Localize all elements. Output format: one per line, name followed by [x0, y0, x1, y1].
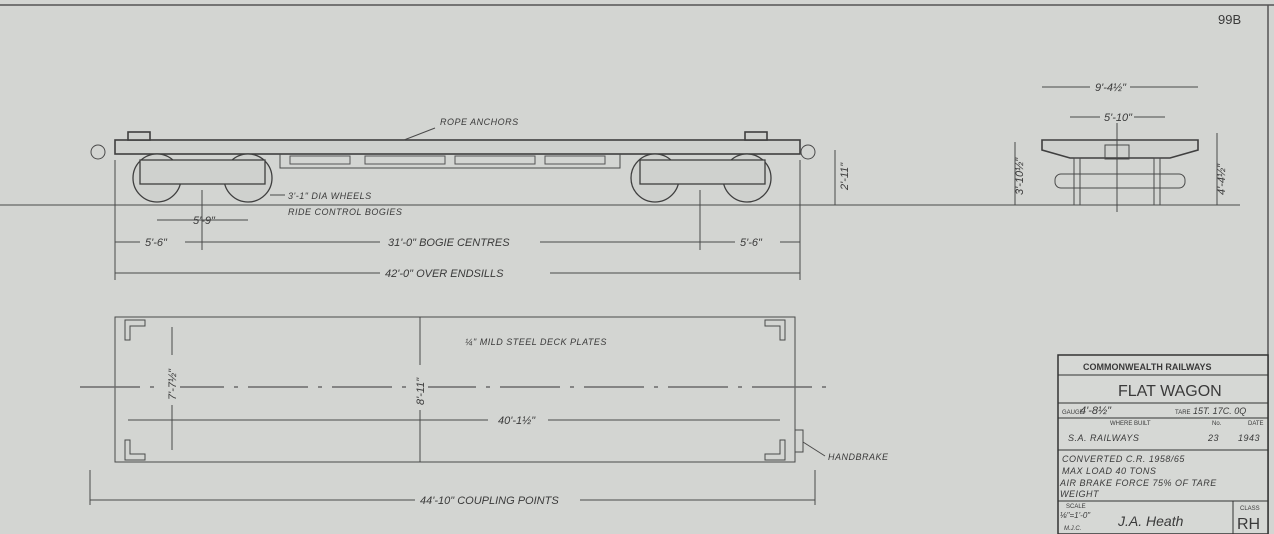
tare-label: TARE — [1175, 410, 1191, 416]
tare-value: 15T. 17C. 0Q — [1193, 406, 1246, 416]
rope-anchors-label: ROPE ANCHORS — [440, 117, 519, 127]
organisation: COMMONWEALTH RAILWAYS — [1083, 362, 1212, 372]
deck-width-dimension: 8'-11" — [415, 377, 427, 405]
over-endsills-dimension: 42'-0" OVER ENDSILLS — [385, 268, 504, 280]
overhang-right-dimension: 5'-6" — [740, 237, 763, 249]
sheet-number: 99B — [1218, 12, 1241, 27]
bogie-centres-dimension: 31'-0" BOGIE CENTRES — [388, 237, 510, 249]
note-1: CONVERTED C.R. 1958/65 — [1062, 454, 1185, 464]
scale-label: SCALE — [1066, 504, 1086, 510]
note-4: WEIGHT — [1060, 489, 1100, 499]
build-number: 23 — [1207, 433, 1219, 443]
wheelbase-dimension: 5'-9" — [193, 215, 216, 227]
end-overall-width: 9'-4½" — [1095, 82, 1127, 94]
signature: J.A. Heath — [1117, 513, 1184, 529]
class-label: CLASS — [1240, 506, 1260, 512]
note-3: AIR BRAKE FORCE 75% OF TARE — [1059, 478, 1217, 488]
drawn-by: M.J.C. — [1064, 526, 1081, 532]
drawing-title: FLAT WAGON — [1118, 383, 1222, 400]
plan-view: 7'-7½" 8'-11" ¼" MILD STEEL DECK PLATES … — [80, 316, 889, 507]
bogies-label: RIDE CONTROL BOGIES — [288, 207, 402, 217]
deck-length-dimension: 40'-1½" — [498, 415, 536, 427]
overhang-left-dimension: 5'-6" — [145, 237, 168, 249]
end-right-height: 4'-4½" — [1216, 163, 1228, 195]
handbrake-label: HANDBRAKE — [828, 452, 889, 462]
where-built: S.A. RAILWAYS — [1068, 433, 1139, 443]
deck-plates-label: ¼" MILD STEEL DECK PLATES — [465, 337, 607, 347]
end-left-height: 3'-10½" — [1014, 157, 1026, 195]
stanchion-spacing-dimension: 7'-7½" — [167, 368, 179, 400]
side-view: ROPE ANCHORS 3'-1" DIA WHEELS RIDE CONTR… — [0, 117, 1000, 280]
where-built-label: WHERE BUILT — [1110, 421, 1151, 427]
note-2: MAX LOAD 40 TONS — [1062, 466, 1156, 476]
date-label: DATE — [1248, 421, 1264, 427]
gauge-label: GAUGE — [1062, 410, 1084, 416]
coupling-points-dimension: 44'-10" COUPLING POINTS — [420, 495, 559, 507]
end-view: 9'-4½" 5'-10" 3'-10½" 4'-4½" — [1000, 80, 1240, 212]
number-label: No. — [1212, 421, 1222, 427]
title-block: COMMONWEALTH RAILWAYS FLAT WAGON GAUGE 4… — [1057, 354, 1269, 534]
scale-value: ⅛"=1'-0" — [1060, 511, 1091, 520]
class-value: RH — [1237, 516, 1260, 533]
end-inner-width: 5'-10" — [1104, 112, 1133, 124]
build-date: 1943 — [1238, 433, 1260, 443]
gauge-value: 4'-8½" — [1080, 405, 1112, 417]
deck-height-dimension: 2'-11" — [839, 162, 851, 191]
wheels-label: 3'-1" DIA WHEELS — [288, 191, 372, 201]
